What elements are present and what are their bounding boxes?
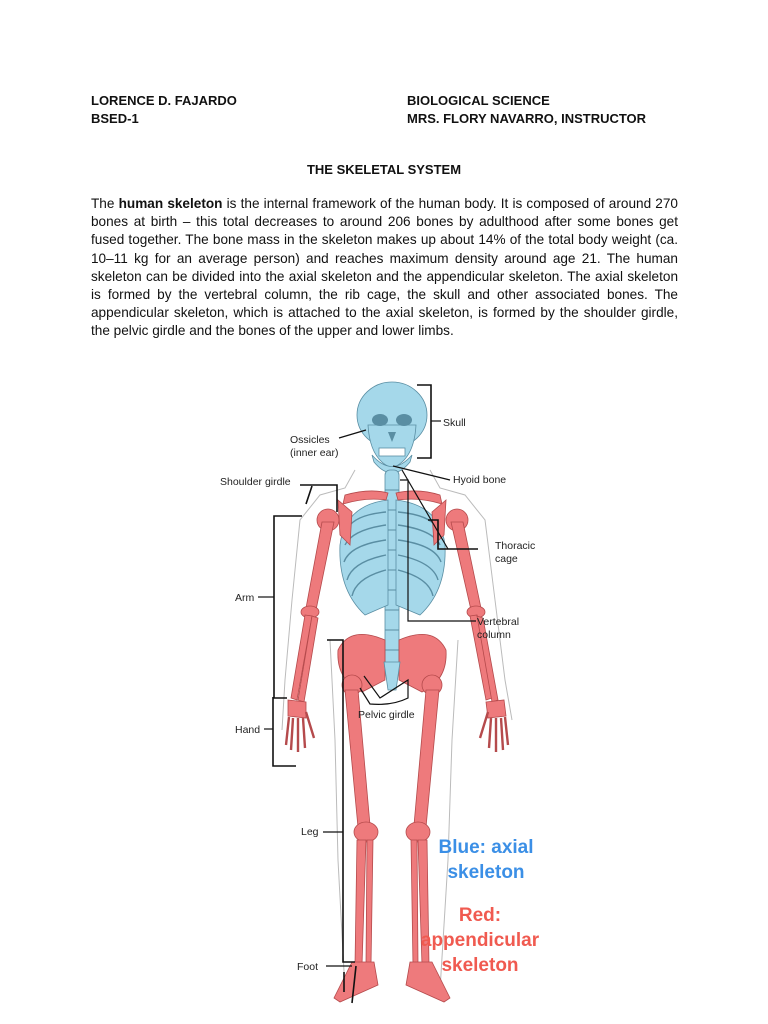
label-vertebral-sub: column bbox=[477, 629, 511, 641]
shoulder-girdle-bones bbox=[337, 490, 447, 546]
course-block: BIOLOGICAL SCIENCE MRS. FLORY NAVARRO, I… bbox=[407, 92, 646, 128]
label-arm: Arm bbox=[235, 592, 255, 604]
legend-axial-line1: Blue: axial bbox=[438, 837, 533, 858]
legend-appendicular-line1: Red: bbox=[459, 905, 501, 926]
label-vertebral: Vertebral bbox=[477, 616, 519, 628]
label-hyoid: Hyoid bone bbox=[453, 474, 506, 486]
document-title: THE SKELETAL SYSTEM bbox=[306, 162, 462, 177]
label-thoracic-sub: cage bbox=[495, 553, 518, 565]
skull-bones bbox=[356, 381, 428, 474]
body-outline bbox=[281, 469, 513, 991]
foot-bones bbox=[333, 961, 451, 1003]
label-pelvic-girdle: Pelvic girdle bbox=[358, 709, 415, 721]
hand-bones bbox=[284, 699, 510, 752]
legend-appendicular-line2: appendicular bbox=[421, 930, 540, 951]
paragraph-lead: The bbox=[91, 196, 119, 211]
label-thoracic: Thoracic bbox=[495, 540, 535, 552]
author-name: LORENCE D. FAJARDO bbox=[91, 93, 237, 108]
leg-bones bbox=[341, 674, 443, 966]
legend-appendicular-line3: skeleton bbox=[441, 955, 518, 976]
arm-bones bbox=[290, 508, 499, 703]
label-brackets bbox=[258, 384, 478, 1004]
instructor-name: MRS. FLORY NAVARRO, INSTRUCTOR bbox=[407, 111, 647, 126]
label-leg: Leg bbox=[301, 826, 319, 838]
label-foot: Foot bbox=[297, 961, 318, 973]
author-block: LORENCE D. FAJARDO BSED-1 bbox=[91, 92, 237, 128]
label-skull: Skull bbox=[443, 417, 466, 429]
course-name: BIOLOGICAL SCIENCE bbox=[407, 93, 550, 108]
legend-axial-line2: skeleton bbox=[447, 862, 524, 883]
body-paragraph: The human skeleton is the internal frame… bbox=[91, 195, 678, 341]
author-section: BSED-1 bbox=[91, 111, 139, 126]
paragraph-rest: is the internal framework of the human b… bbox=[91, 196, 678, 339]
label-hand: Hand bbox=[235, 724, 260, 736]
label-ossicles-sub: (inner ear) bbox=[290, 447, 338, 459]
label-ossicles: Ossicles bbox=[290, 434, 330, 446]
label-shoulder-girdle: Shoulder girdle bbox=[220, 476, 291, 488]
paragraph-bold-term: human skeleton bbox=[118, 196, 223, 211]
